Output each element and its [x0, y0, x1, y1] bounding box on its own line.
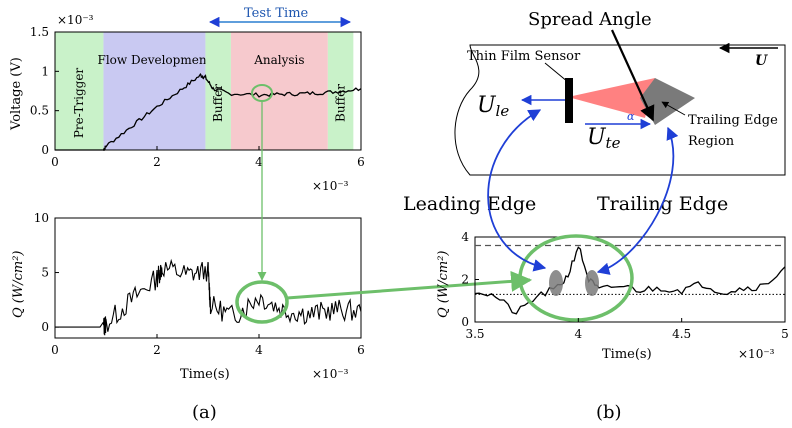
- heat-flux-ytick-label: 0: [41, 320, 49, 334]
- zoomed-xtick-label: 4: [575, 327, 583, 341]
- voltage-xtick-label: 0: [51, 155, 59, 169]
- flow-body-outline: [454, 44, 786, 176]
- spread-region: [568, 78, 655, 118]
- sensor-schematic: Spread Angle Thin Film Sensor U Ule Ute …: [454, 9, 786, 176]
- sensor-leader: [544, 62, 569, 83]
- voltage-ytick-label: 0: [41, 143, 49, 157]
- sensor-label: Thin Film Sensor: [467, 49, 581, 64]
- zoomed-ytick-label: 2: [461, 273, 469, 287]
- heat-flux-xtick-label: 6: [357, 343, 365, 357]
- zoomed-xtick-label: 5: [781, 327, 789, 341]
- zoomed-ytick-label: 0: [461, 315, 469, 329]
- heat-flux-xtick-label: 2: [153, 343, 161, 357]
- spread-angle-label: Spread Angle: [528, 9, 652, 30]
- heat-flux-xtick-label: 4: [255, 343, 263, 357]
- heat-flux-highlight-ellipse: [235, 280, 289, 324]
- voltage-xtick-label: 2: [153, 155, 161, 169]
- heat-flux-xlabel: Time(s): [180, 367, 230, 382]
- region-label: Buffer: [211, 84, 225, 122]
- zoomed-xlabel: Time(s): [602, 347, 652, 362]
- freestream-label: U: [755, 53, 768, 69]
- heat-flux-series: [55, 258, 362, 336]
- zoomed-ytick-label: 4: [461, 230, 469, 244]
- u-te-label: Ute: [587, 125, 621, 152]
- voltage-xtick-label: 4: [255, 155, 263, 169]
- trailing-edge-link-arrow: [596, 126, 679, 275]
- zoomed-xtick-label: 4.5: [672, 327, 691, 341]
- trailing-region-leader: [661, 101, 686, 116]
- zoomed-ylabel: Q (W/cm²): [436, 251, 451, 319]
- thin-film-sensor: [565, 78, 573, 123]
- u-le-label: Ule: [477, 93, 509, 120]
- trailing-edge-blob: [585, 270, 599, 296]
- heat-flux-ytick-label: 5: [41, 266, 49, 280]
- voltage-ytick-label: 1.5: [30, 25, 49, 39]
- heat-flux-exponent: ×10⁻³: [312, 367, 349, 381]
- leading-edge-blob: [549, 270, 563, 296]
- zoomed-exponent: ×10⁻³: [738, 347, 775, 361]
- heat-flux-ylabel: Q (W/cm²): [11, 251, 26, 319]
- voltage-exponent: ×10⁻³: [57, 13, 94, 27]
- trailing-region-label-1: Trailing Edge: [688, 113, 778, 128]
- region-band: [205, 32, 231, 150]
- heat-flux-ytick-label: 10: [34, 211, 49, 225]
- zoom-highlight-ellipse: [518, 234, 634, 322]
- caption-b: (b): [596, 402, 622, 423]
- leading-edge-link-arrow: [487, 109, 547, 272]
- voltage-ytick-label: 0.5: [30, 104, 49, 118]
- test-time-label: Test Time: [244, 6, 309, 21]
- leading-edge-label: Leading Edge: [403, 193, 536, 215]
- alpha-label: α: [627, 110, 635, 123]
- voltage-ylabel: Voltage (V): [9, 57, 24, 131]
- region-label: Flow Development: [98, 53, 212, 67]
- heat-flux-xtick-label: 0: [51, 343, 59, 357]
- zoomed-xtick-label: 3.5: [465, 327, 484, 341]
- trailing-region-label-2: Region: [688, 134, 735, 149]
- voltage-xtick-label: 6: [357, 155, 365, 169]
- heat-flux-plot: 0 2 4 6 0 5 10 Q (W/cm²) Time(s) ×10⁻³: [11, 101, 533, 382]
- voltage-x-exponent: ×10⁻³: [312, 179, 349, 193]
- caption-a: (a): [192, 402, 217, 423]
- region-label: Pre-Trigger: [72, 68, 86, 139]
- region-label: Analysis: [253, 53, 304, 67]
- voltage-ytick-label: 1: [41, 64, 49, 78]
- region-label: Buffer: [334, 84, 348, 122]
- spread-angle-arrow: [610, 29, 655, 122]
- green-link-arrow-horizontal: [286, 270, 533, 300]
- region-band: [230, 32, 328, 150]
- voltage-series: [55, 73, 362, 151]
- region-band: [55, 32, 104, 150]
- region-band: [103, 32, 206, 150]
- zoomed-heat-flux-series: [474, 246, 786, 315]
